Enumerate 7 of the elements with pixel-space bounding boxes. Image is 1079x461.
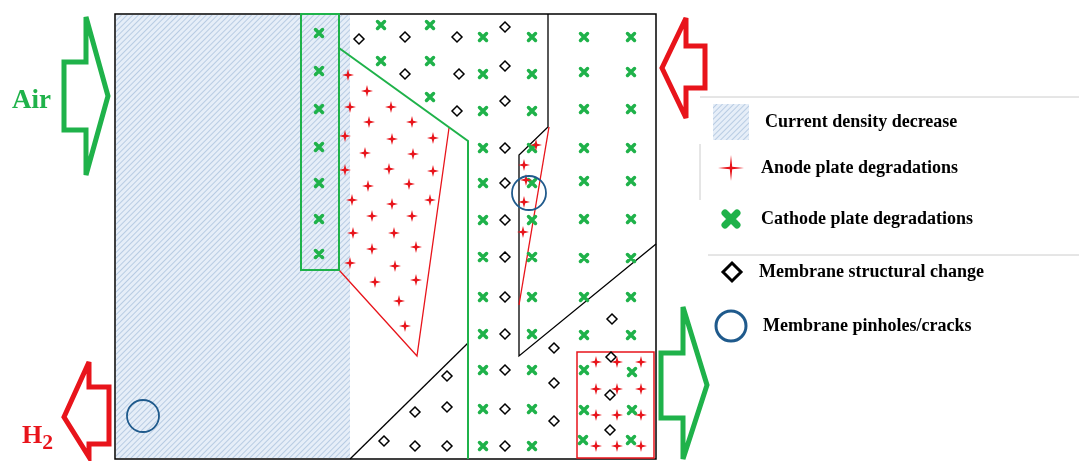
legend-label: Anode plate degradations bbox=[761, 158, 958, 176]
legend-label: Cathode plate degradations bbox=[761, 209, 973, 227]
legend-label: Current density decrease bbox=[765, 112, 958, 130]
legend-label: Membrane structural change bbox=[759, 262, 984, 280]
legend-label: Membrane pinholes/cracks bbox=[763, 316, 972, 334]
outlet-label: H$_{2}$ bbox=[22, 422, 54, 454]
inlet-label: Air bbox=[12, 86, 51, 113]
